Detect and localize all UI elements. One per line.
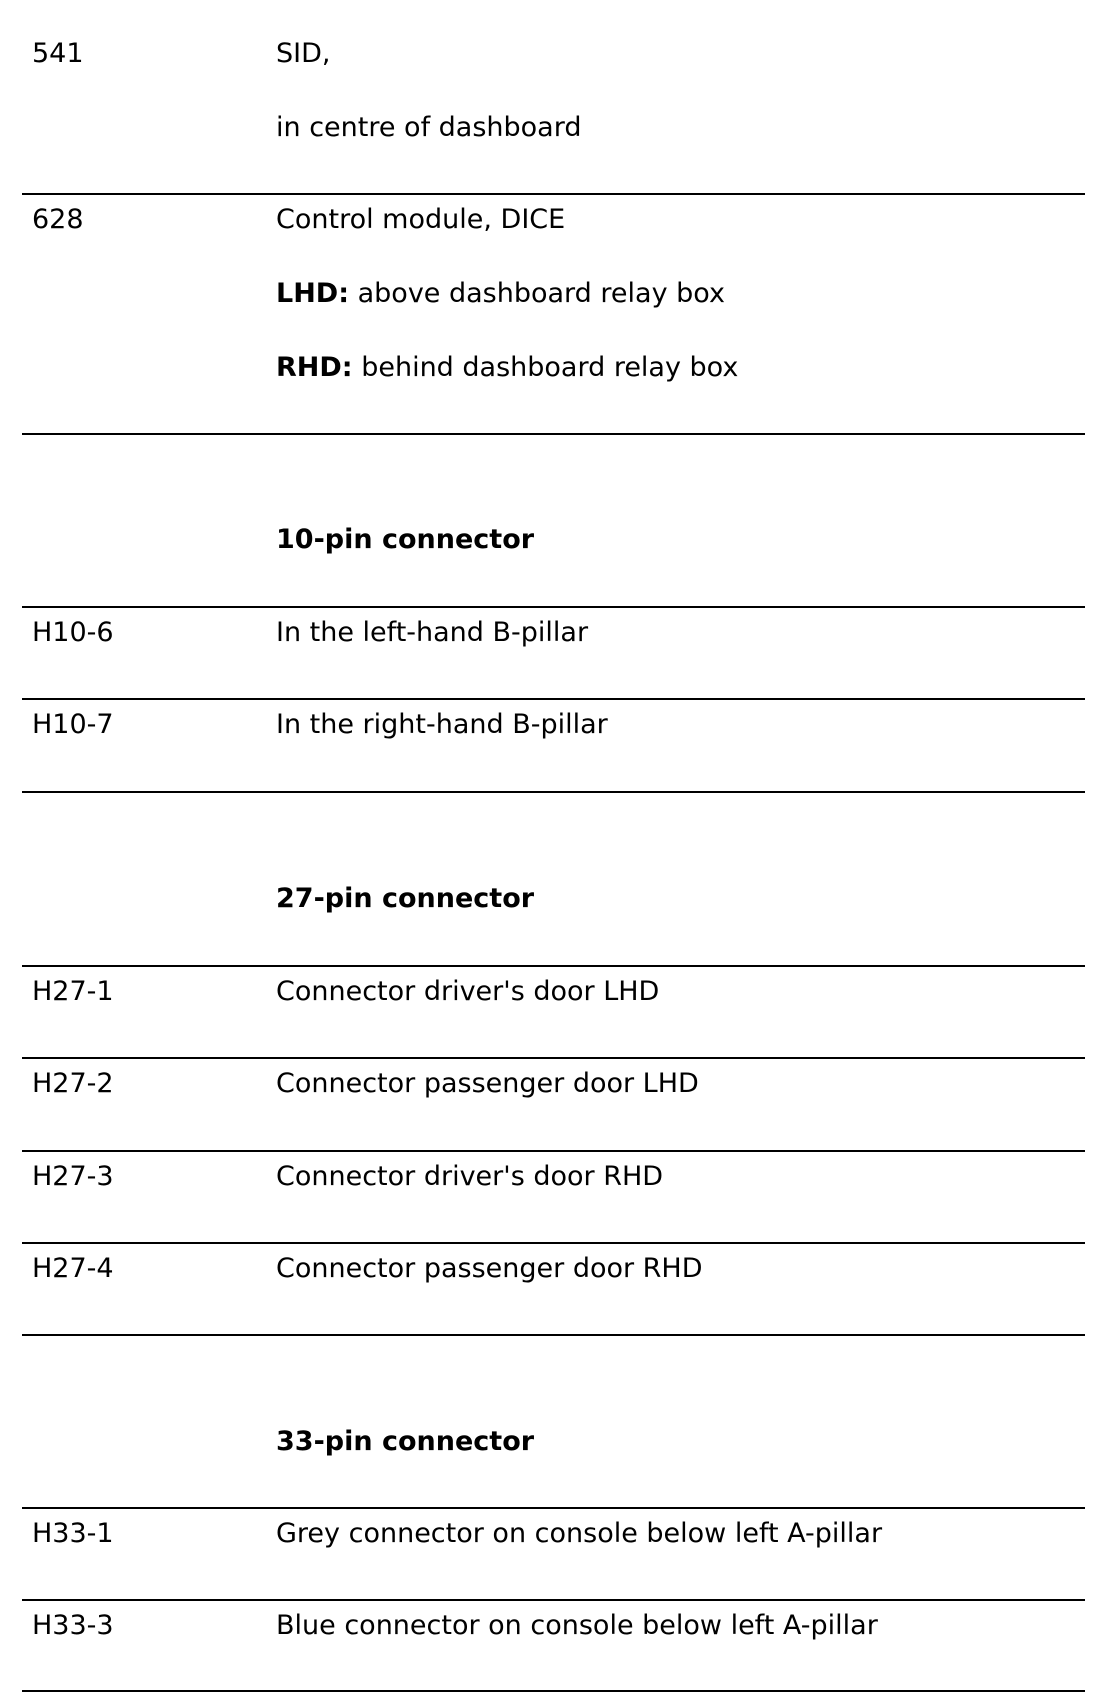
divider xyxy=(22,433,1085,435)
divider xyxy=(22,193,1085,195)
connector-location: In the right-hand B-pillar xyxy=(276,709,608,740)
lhd-text: above dashboard relay box xyxy=(357,278,725,309)
connector-code: H27-4 xyxy=(32,1253,114,1284)
connector-code: H27-2 xyxy=(32,1068,114,1099)
connector-location: Connector driver's door LHD xyxy=(276,976,660,1007)
connector-location: Blue connector on console below left A-p… xyxy=(276,1610,878,1641)
connector-location: Connector passenger door RHD xyxy=(276,1253,703,1284)
component-description: SID, xyxy=(276,38,331,69)
component-code: 628 xyxy=(32,204,84,235)
connector-code: H10-7 xyxy=(32,709,114,740)
divider xyxy=(22,1690,1085,1692)
connector-code: H33-1 xyxy=(32,1518,114,1549)
section-heading: 33-pin connector xyxy=(276,1426,535,1457)
lhd-location: LHD: above dashboard relay box xyxy=(276,280,725,307)
rhd-location: RHD: behind dashboard relay box xyxy=(276,354,738,381)
connector-code: H33-3 xyxy=(32,1610,114,1641)
divider xyxy=(22,606,1085,608)
divider xyxy=(22,698,1085,700)
connector-location: Grey connector on console below left A-p… xyxy=(276,1518,883,1549)
divider xyxy=(22,1150,1085,1152)
divider xyxy=(22,791,1085,793)
connector-code: H27-3 xyxy=(32,1161,114,1192)
connector-location: Connector driver's door RHD xyxy=(276,1161,664,1192)
component-location: in centre of dashboard xyxy=(276,112,582,143)
section-heading: 27-pin connector xyxy=(276,883,535,914)
connector-code: H27-1 xyxy=(32,976,114,1007)
divider xyxy=(22,1599,1085,1601)
component-code: 541 xyxy=(32,38,84,69)
component-description: Control module, DICE xyxy=(276,204,566,235)
lhd-label: LHD: xyxy=(276,278,350,309)
divider xyxy=(22,1334,1085,1336)
section-heading: 10-pin connector xyxy=(276,524,535,555)
connector-location: In the left-hand B-pillar xyxy=(276,617,589,648)
rhd-text: behind dashboard relay box xyxy=(361,352,739,383)
divider xyxy=(22,1057,1085,1059)
divider xyxy=(22,1507,1085,1509)
divider xyxy=(22,1242,1085,1244)
divider xyxy=(22,965,1085,967)
connector-code: H10-6 xyxy=(32,617,114,648)
connector-location: Connector passenger door LHD xyxy=(276,1068,699,1099)
rhd-label: RHD: xyxy=(276,352,353,383)
